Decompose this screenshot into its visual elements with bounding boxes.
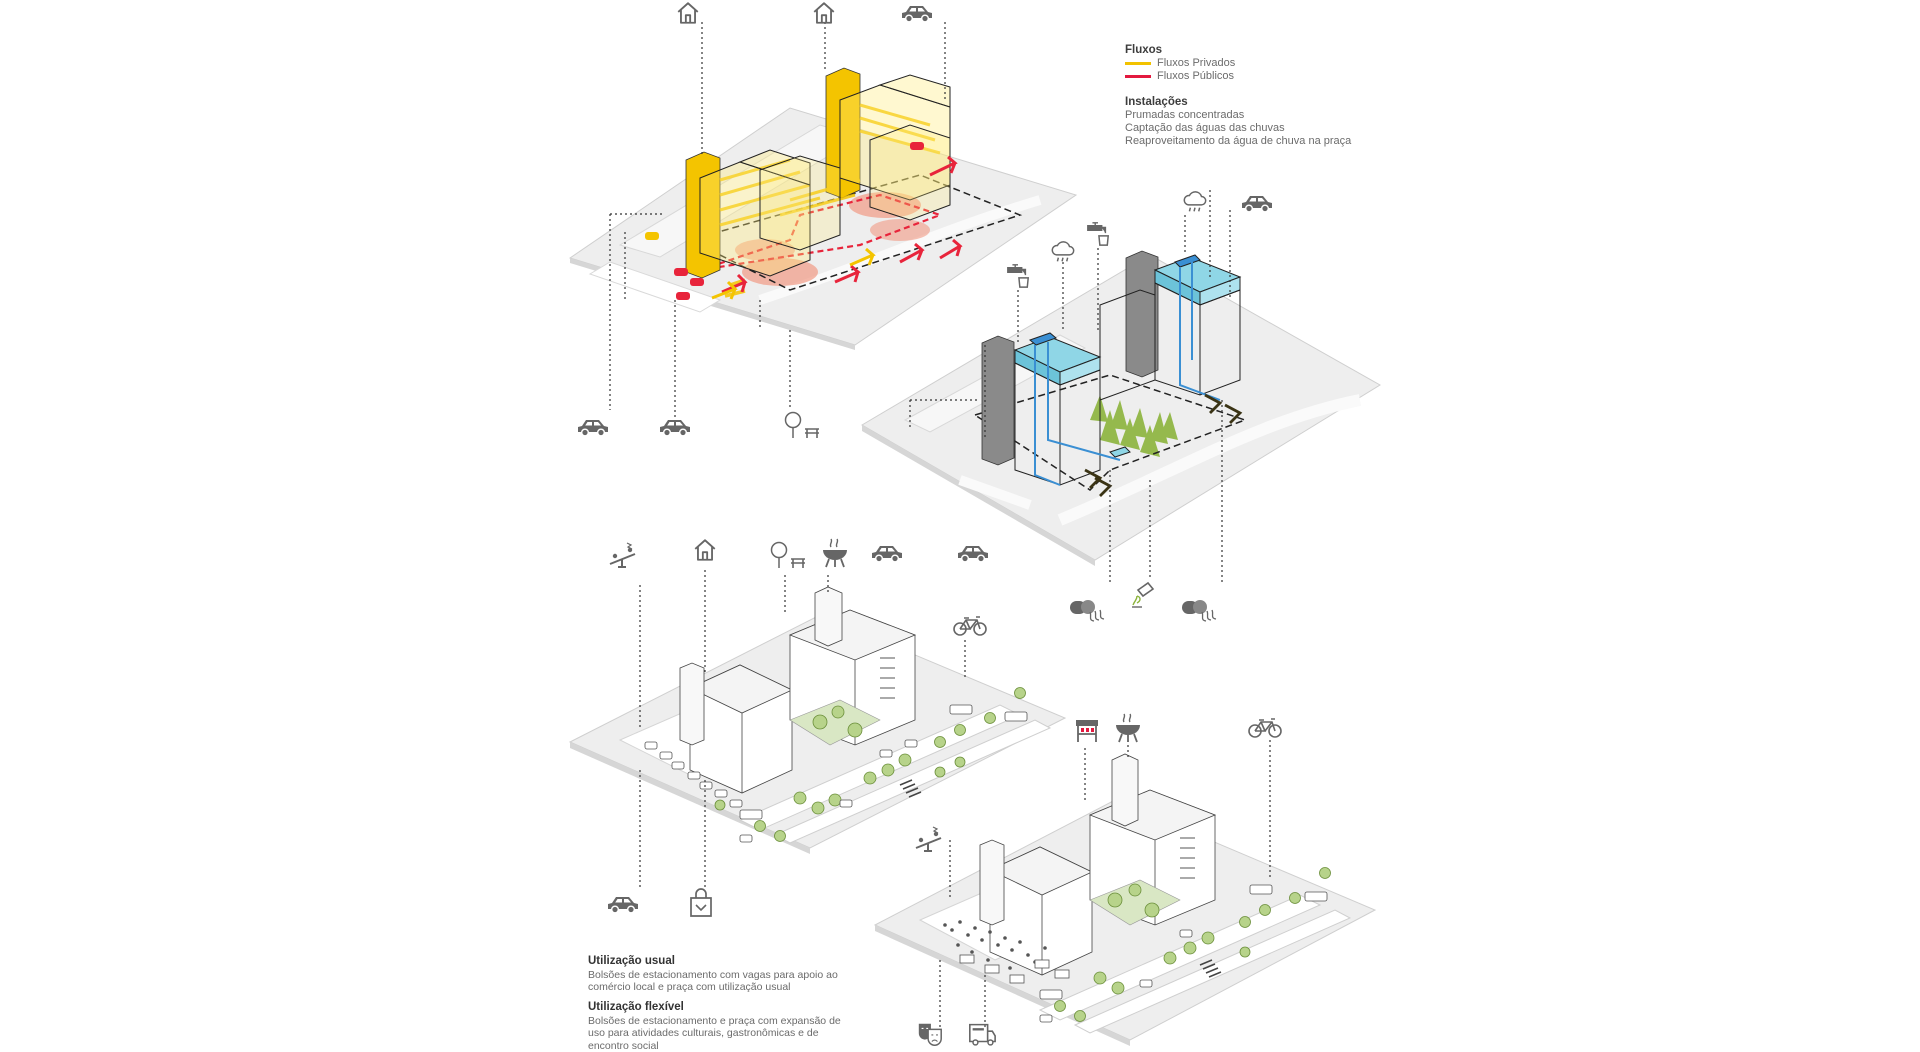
playground-icon <box>610 543 635 567</box>
grill-icon <box>1116 714 1140 742</box>
house-icon <box>814 3 834 23</box>
stall-icon <box>1076 720 1098 742</box>
bicycle-icon <box>1249 719 1281 737</box>
house-icon <box>695 540 715 560</box>
car-icon <box>578 420 608 436</box>
caption-usual: Utilização usual Bolsões de estacionamen… <box>588 955 848 994</box>
legend-installations-heading: Instalações <box>1125 96 1351 109</box>
water-drain-icon <box>1182 600 1216 621</box>
rain-cloud-icon <box>1052 242 1073 261</box>
caption-usual-heading: Utilização usual <box>588 955 848 968</box>
house-icon <box>678 3 698 23</box>
shopping-bag-icon <box>691 889 711 916</box>
car-icon <box>872 546 902 562</box>
car-icon <box>608 897 638 913</box>
faucet-icon <box>1008 265 1028 287</box>
theater-masks-icon <box>919 1024 941 1045</box>
legend-installations: Instalações Prumadas concentradas Captaç… <box>1125 96 1351 148</box>
car-icon <box>1242 196 1272 212</box>
caption-flexible-text: Bolsões de estacionamento e praça com ex… <box>588 1015 848 1052</box>
watering-can-icon <box>1132 583 1153 607</box>
food-truck-icon <box>970 1025 995 1045</box>
tree-bench-icon <box>772 543 806 569</box>
legend-flows-heading: Fluxos <box>1125 44 1235 57</box>
building-core <box>680 663 704 745</box>
tree-bench-icon <box>786 413 820 439</box>
legend-installation-item: Prumadas concentradas <box>1125 109 1351 122</box>
building-core <box>980 840 1004 925</box>
tower-grey <box>982 336 1014 465</box>
playground-icon <box>916 827 941 851</box>
car-icon <box>902 6 932 22</box>
legend-installation-item: Captação das águas das chuvas <box>1125 122 1351 135</box>
legend-installation-item: Reaproveitamento da água de chuva na pra… <box>1125 135 1351 148</box>
car-icon <box>958 546 988 562</box>
legend-flows: Fluxos Fluxos Privados Fluxos Públicos <box>1125 44 1235 83</box>
caption-usual-text: Bolsões de estacionamento com vagas para… <box>588 969 848 994</box>
legend-label-public: Fluxos Públicos <box>1157 70 1234 83</box>
rain-cloud-icon <box>1184 192 1205 211</box>
legend-label-private: Fluxos Privados <box>1157 57 1235 70</box>
legend-swatch-private <box>1125 62 1151 65</box>
legend-swatch-public <box>1125 75 1151 78</box>
tower-core <box>815 587 842 646</box>
caption-flexible-heading: Utilização flexível <box>588 1001 848 1014</box>
bicycle-icon <box>954 617 986 635</box>
grill-icon <box>823 539 847 567</box>
car-icon <box>660 420 690 436</box>
water-drain-icon <box>1070 600 1104 621</box>
legend-item-public: Fluxos Públicos <box>1125 70 1235 83</box>
tower-core <box>1112 754 1138 826</box>
caption-flexible: Utilização flexível Bolsões de estaciona… <box>588 1001 848 1052</box>
tower-grey <box>1126 251 1158 377</box>
legend-item-private: Fluxos Privados <box>1125 57 1235 70</box>
faucet-icon <box>1088 223 1108 245</box>
